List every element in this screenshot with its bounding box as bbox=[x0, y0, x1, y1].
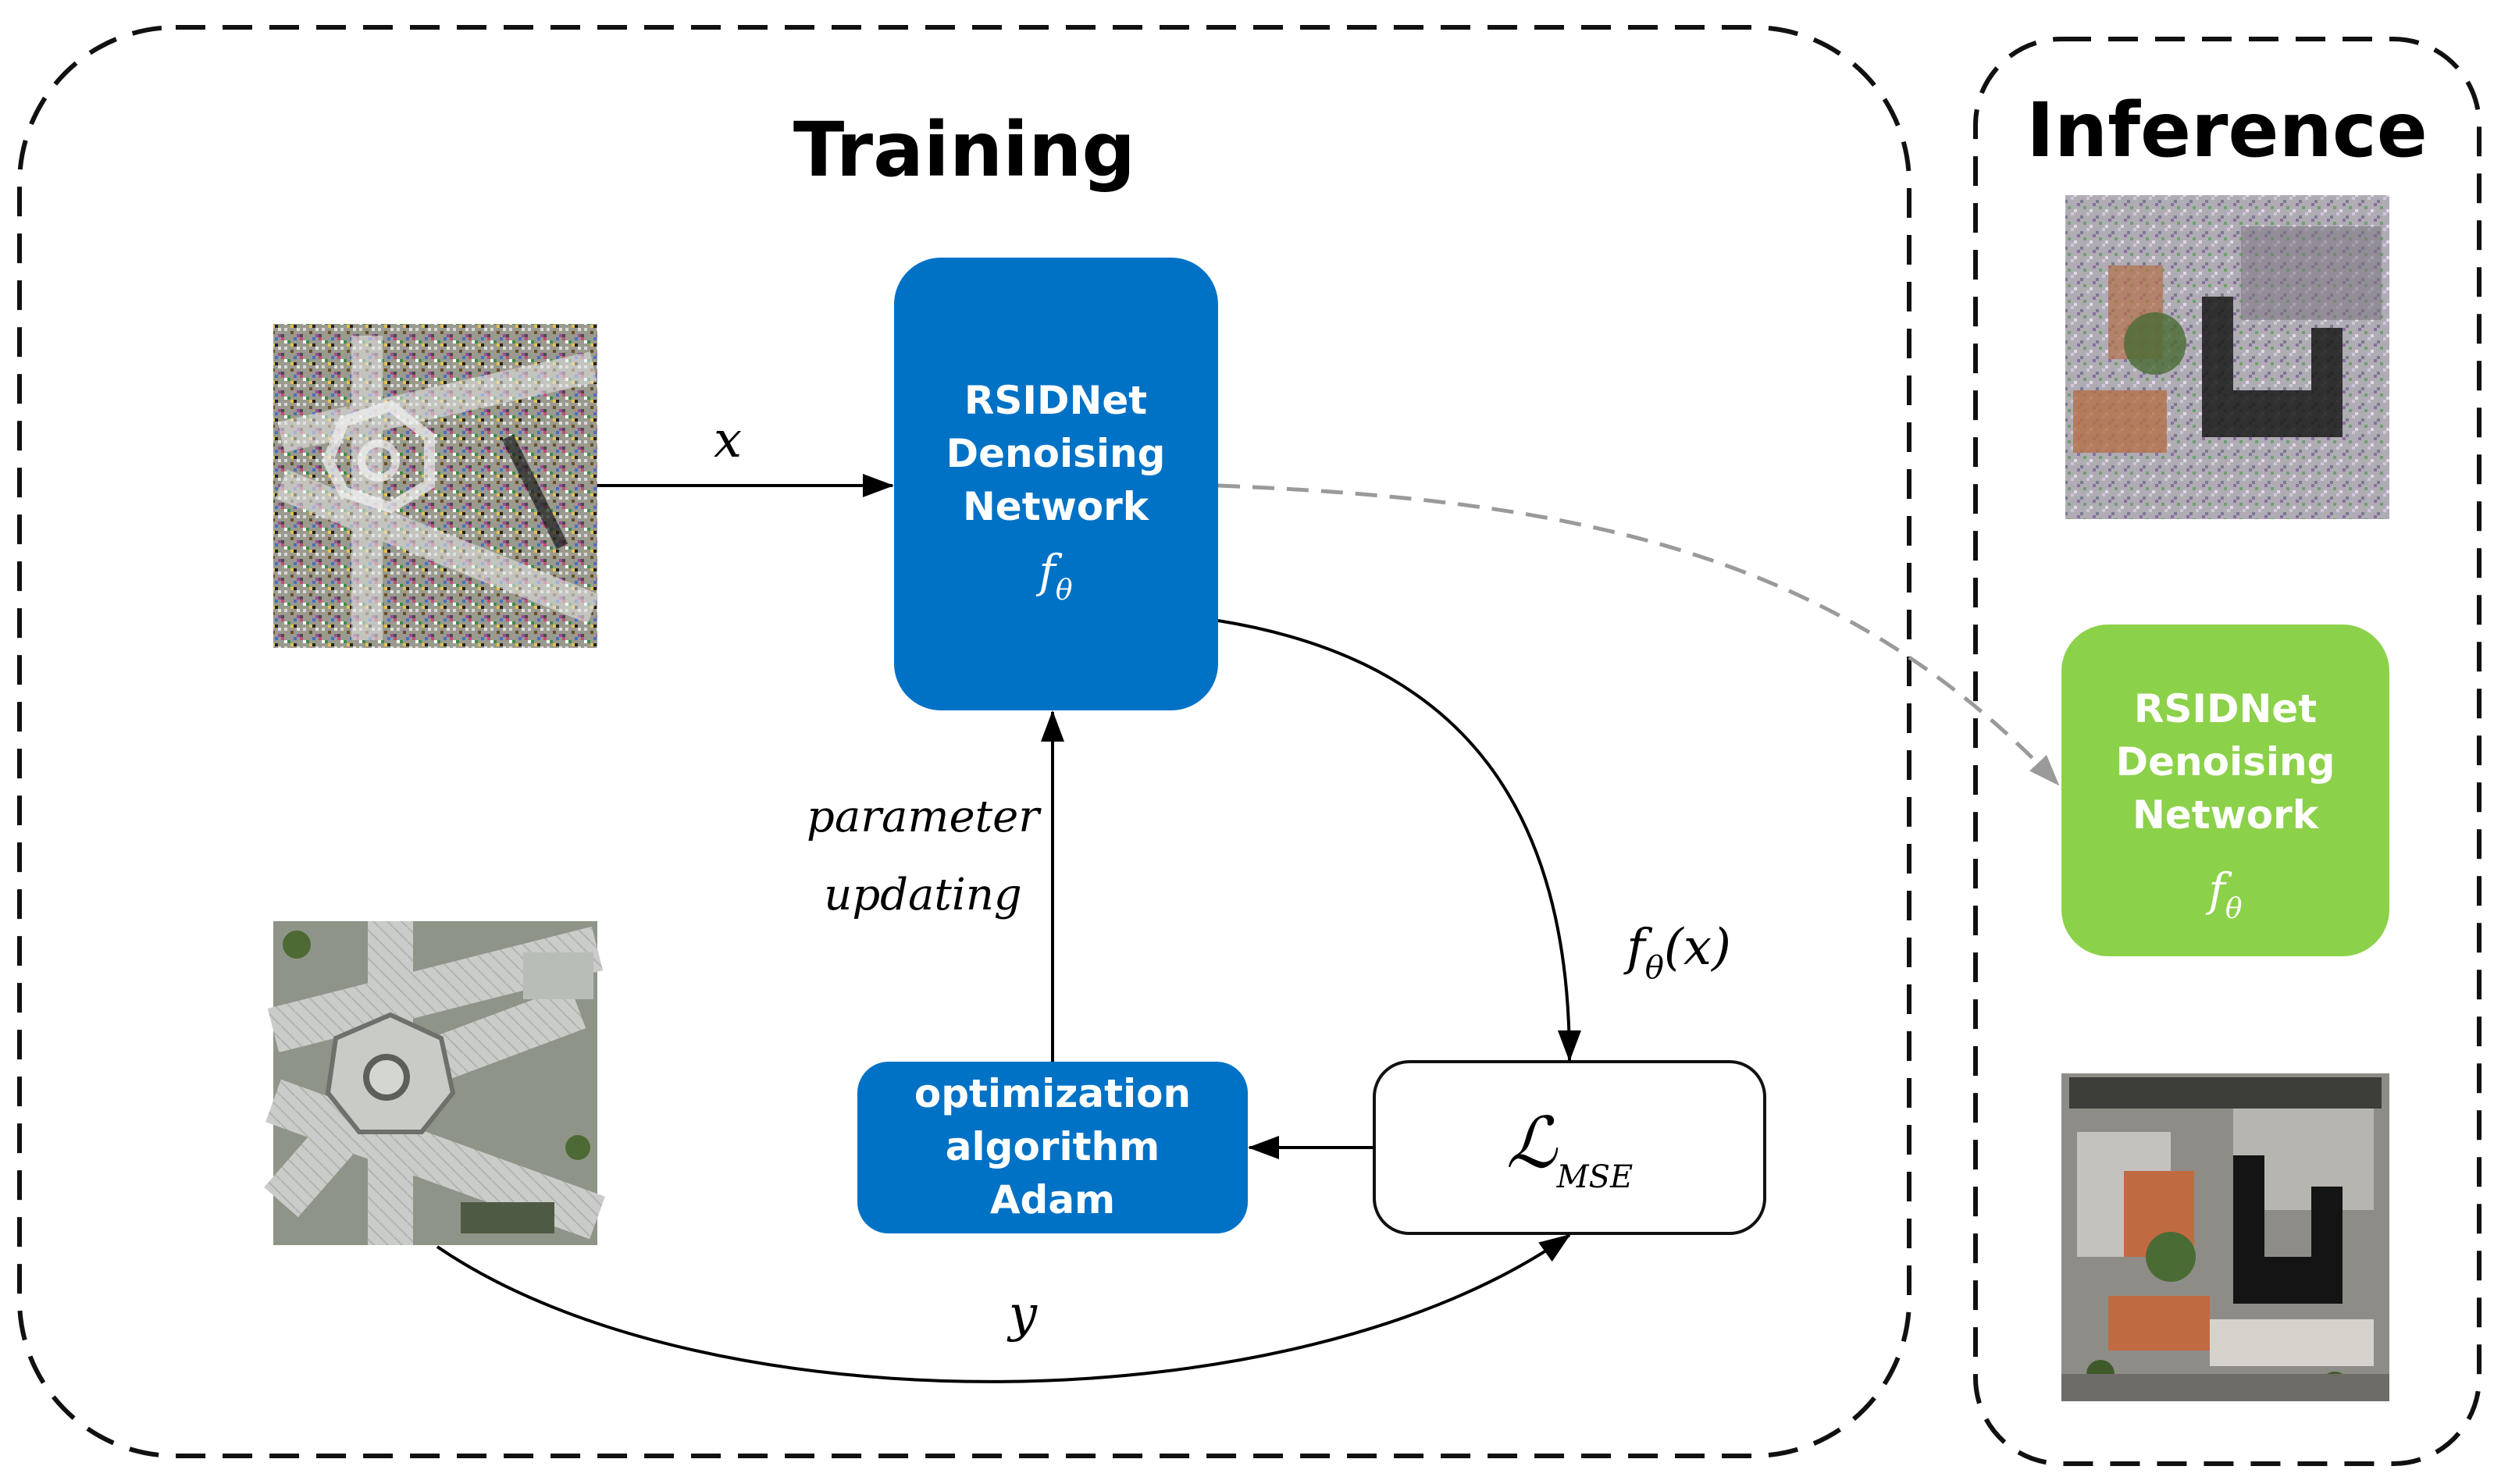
svg-text:ℒMSE: ℒMSE bbox=[1506, 1102, 1633, 1195]
inference-title: Inference bbox=[2026, 87, 2428, 174]
param-update-line2: updating bbox=[824, 870, 1021, 920]
inference-noisy-image bbox=[2065, 195, 2389, 519]
loss-symbol: ℒ bbox=[1506, 1102, 1559, 1184]
optimizer-line3: Adam bbox=[990, 1177, 1115, 1222]
output-label-arg: (x) bbox=[1664, 919, 1731, 977]
inference-network-node: RSIDNet Denoising Network fθ bbox=[2061, 625, 2389, 956]
inference-network-line2: Denoising bbox=[2116, 739, 2335, 785]
inference-network-line3: Network bbox=[2132, 792, 2320, 838]
output-arrow bbox=[1217, 619, 1581, 1062]
inference-denoised-image bbox=[2061, 1073, 2389, 1401]
loss-symbol-sub: MSE bbox=[1556, 1159, 1634, 1195]
target-arrow bbox=[436, 1233, 1571, 1383]
param-update-line1: parameter bbox=[807, 792, 1042, 842]
clean-target-image bbox=[264, 921, 605, 1245]
input-label: x bbox=[714, 411, 742, 469]
output-label-sub: θ bbox=[1645, 950, 1664, 986]
training-network-node: RSIDNet Denoising Network fθ bbox=[894, 258, 1218, 710]
optimizer-line2: algorithm bbox=[946, 1124, 1160, 1169]
optimizer-node: optimization algorithm Adam bbox=[857, 1062, 1248, 1233]
loss-node: ℒMSE bbox=[1373, 1060, 1766, 1235]
training-network-line2: Denoising bbox=[946, 431, 1166, 476]
inference-panel: Inference bbox=[1973, 37, 2482, 1466]
inference-panel-border bbox=[1973, 37, 2482, 1466]
training-network-line3: Network bbox=[963, 484, 1150, 529]
target-label: y bbox=[1007, 1286, 1038, 1343]
svg-text:fθ(x): fθ(x) bbox=[1623, 919, 1731, 986]
inference-network-line1: RSIDNet bbox=[2134, 686, 2317, 731]
weights-transfer-arrow bbox=[1217, 483, 2060, 786]
training-network-line1: RSIDNet bbox=[964, 378, 1147, 423]
training-panel: Training bbox=[17, 25, 1911, 1458]
noisy-input-image bbox=[273, 324, 600, 648]
training-title: Training bbox=[793, 106, 1135, 194]
optimizer-line1: optimization bbox=[914, 1071, 1191, 1116]
inference-network-symbol-sub: θ bbox=[2225, 893, 2243, 925]
training-network-symbol-sub: θ bbox=[1056, 575, 1073, 607]
